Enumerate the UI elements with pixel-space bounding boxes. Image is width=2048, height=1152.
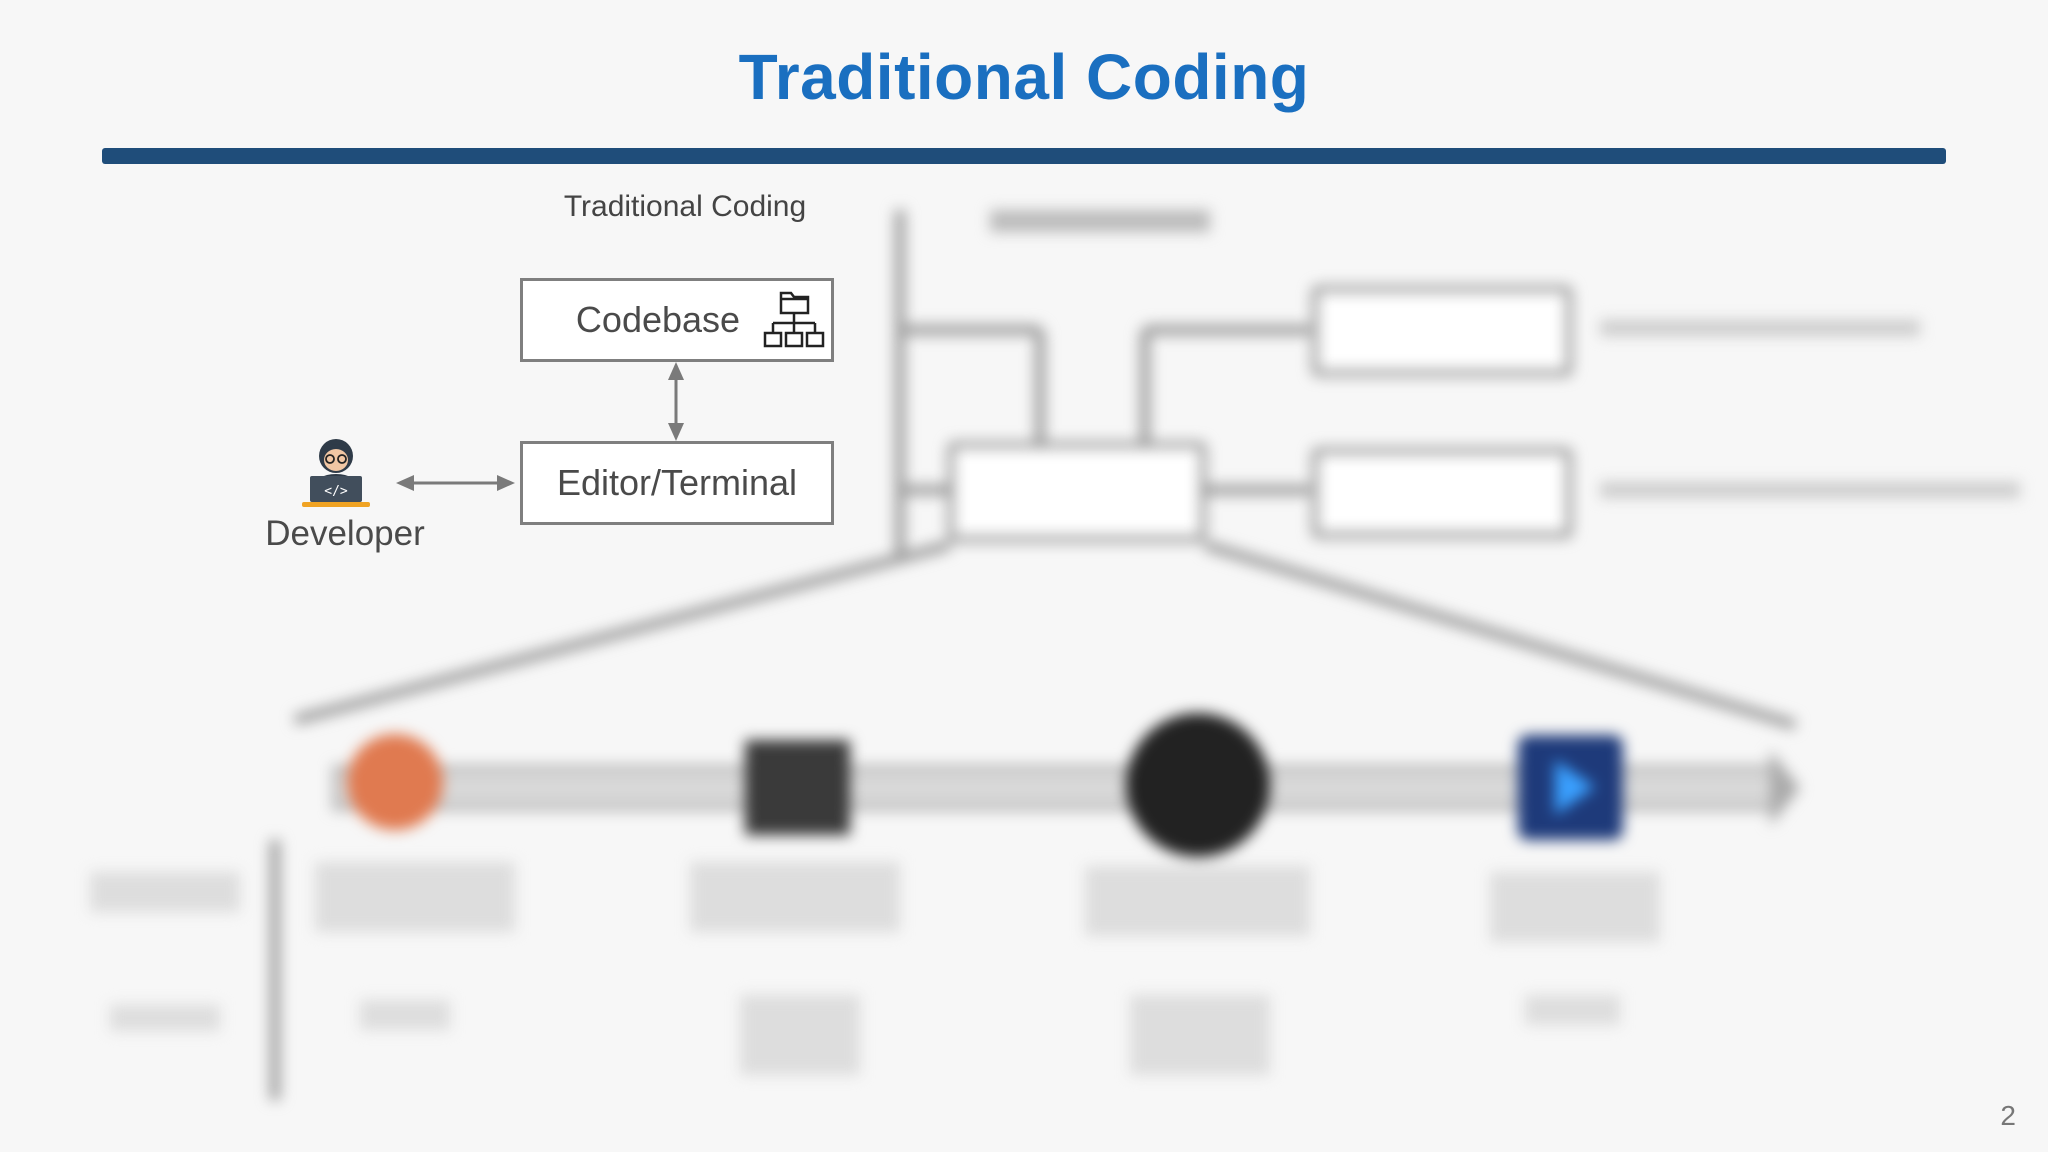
blurred-text-line bbox=[1490, 872, 1660, 942]
editor-terminal-box: Editor/Terminal bbox=[520, 441, 834, 525]
blurred-text-line bbox=[90, 872, 240, 912]
title-divider bbox=[102, 148, 1946, 164]
blurred-box bbox=[948, 442, 1206, 542]
blurred-text-line bbox=[990, 210, 1210, 232]
developer-laptop-icon: </> bbox=[302, 439, 370, 507]
blurred-text-line bbox=[690, 862, 900, 932]
blurred-text-line bbox=[1600, 320, 1920, 336]
codebase-box: Codebase bbox=[520, 278, 834, 362]
editor-terminal-label: Editor/Terminal bbox=[556, 462, 798, 503]
blurred-text-line bbox=[1085, 866, 1310, 936]
blurred-text-line bbox=[1130, 995, 1270, 1075]
blurred-text-line bbox=[1525, 995, 1620, 1025]
traditional-section-label: Traditional Coding bbox=[563, 190, 807, 223]
blurred-box bbox=[1312, 448, 1572, 538]
codebase-label: Codebase bbox=[575, 299, 741, 340]
blurred-text-line bbox=[740, 995, 860, 1075]
blurred-box bbox=[1312, 286, 1572, 376]
svg-text:</>: </> bbox=[324, 484, 348, 499]
blurred-text-line bbox=[1600, 482, 2020, 498]
blurred-text-line bbox=[315, 862, 515, 932]
developer-label: Developer bbox=[265, 514, 425, 553]
page-number: 2 bbox=[2000, 1100, 2016, 1131]
blurred-text-line bbox=[110, 1005, 220, 1031]
blurred-text-line bbox=[360, 1000, 450, 1030]
folder-structure-icon bbox=[763, 291, 825, 348]
slide-title: Traditional Coding bbox=[738, 41, 1310, 113]
